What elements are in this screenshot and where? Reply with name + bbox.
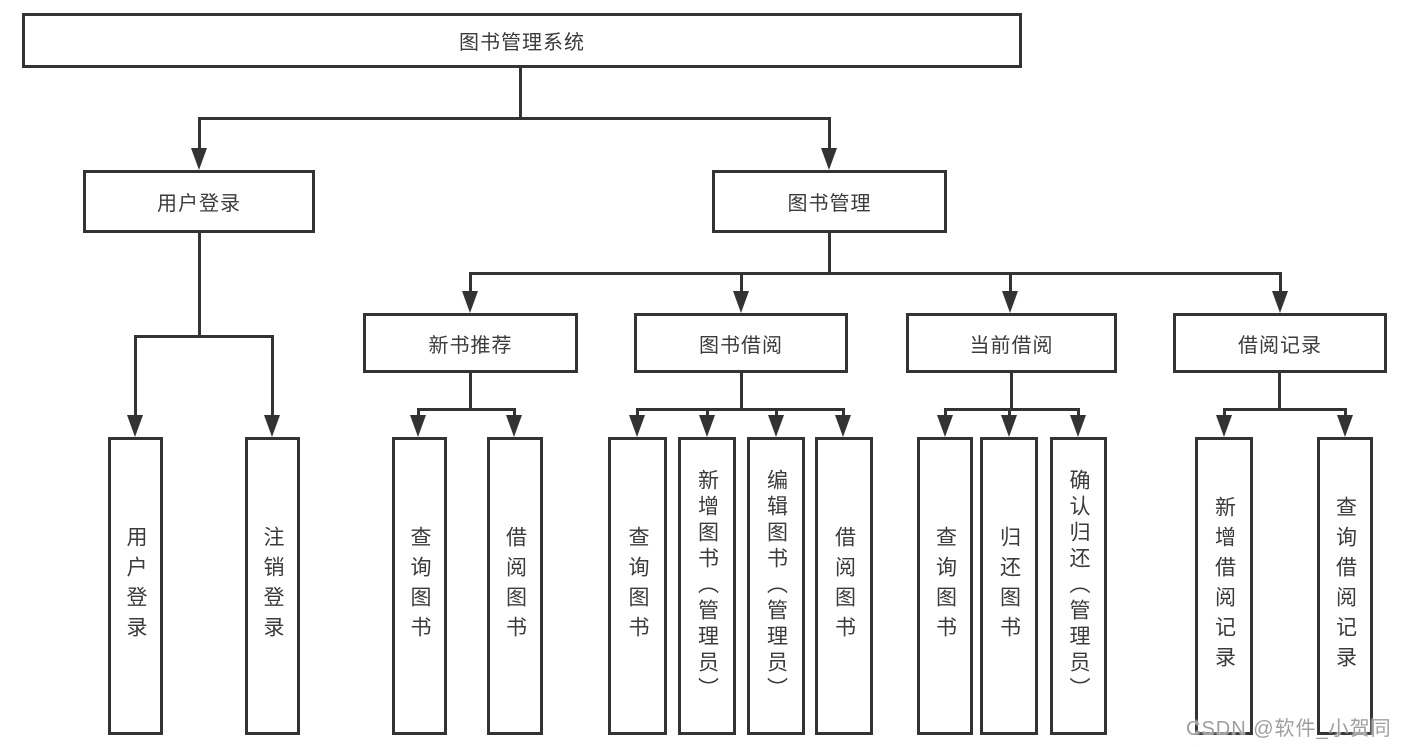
arrow-down-icon xyxy=(191,148,207,170)
node-label: 图书管理 xyxy=(787,193,872,215)
node-book-borrowing: 图书借阅 xyxy=(634,313,848,373)
arrow-down-icon xyxy=(1001,415,1017,437)
connector-line xyxy=(842,408,845,418)
leaf-label: 借阅图书 xyxy=(503,526,527,646)
leaf-label: 查询图书 xyxy=(408,526,431,646)
node-label: 用户登录 xyxy=(157,193,241,215)
leaf-return-books: 归还图书 xyxy=(980,437,1038,735)
connector-line xyxy=(1344,408,1347,418)
connector-line xyxy=(775,408,778,418)
leaf-label: 查询图书 xyxy=(626,526,649,646)
leaf-borrow-books-borrowing: 借阅图书 xyxy=(815,437,873,735)
arrow-down-icon xyxy=(410,415,426,437)
arrow-down-icon xyxy=(768,415,784,437)
connector-line xyxy=(740,272,743,293)
connector-line xyxy=(740,373,743,410)
arrow-down-icon xyxy=(1070,415,1086,437)
arrow-down-icon xyxy=(821,148,837,170)
arrow-down-icon xyxy=(629,415,645,437)
leaf-query-books-current: 查询图书 xyxy=(917,437,973,735)
connector-line xyxy=(1077,408,1080,418)
connector-line xyxy=(1223,408,1347,411)
node-current-borrowing: 当前借阅 xyxy=(906,313,1117,373)
node-book-management-branch: 图书管理 xyxy=(712,170,947,233)
arrow-down-icon xyxy=(462,291,478,313)
connector-line xyxy=(1008,408,1011,418)
leaf-label: 归还图书 xyxy=(997,526,1021,646)
leaf-add-borrow-record: 新增借阅记录 xyxy=(1195,437,1253,735)
node-label: 新书推荐 xyxy=(428,334,513,357)
csdn-watermark: CSDN @软件_小贺同学 xyxy=(1186,718,1392,740)
connector-line xyxy=(636,408,639,418)
node-new-book-recommend: 新书推荐 xyxy=(363,313,578,373)
connector-line xyxy=(198,117,201,151)
connector-line xyxy=(1223,408,1226,418)
leaf-label: 注销登录 xyxy=(261,526,284,646)
leaf-label: 编辑图书（管理员） xyxy=(764,469,788,703)
connector-line xyxy=(519,68,522,117)
leaf-logout: 注销登录 xyxy=(245,437,300,735)
connector-line xyxy=(1010,373,1013,410)
node-label: 当前借阅 xyxy=(969,334,1054,357)
node-label: 图书管理系统 xyxy=(459,32,585,54)
connector-line xyxy=(134,335,137,417)
leaf-label: 新增图书（管理员） xyxy=(695,469,719,703)
connector-line xyxy=(706,408,709,418)
connector-line xyxy=(828,117,831,151)
leaf-add-books-admin: 新增图书（管理员） xyxy=(678,437,736,735)
leaf-label: 确认归还（管理员） xyxy=(1067,469,1090,703)
leaf-label: 新增借阅记录 xyxy=(1212,496,1236,676)
node-user-login-branch: 用户登录 xyxy=(83,170,315,233)
connector-line xyxy=(944,408,1080,411)
connector-line xyxy=(469,272,472,293)
connector-line xyxy=(134,335,274,338)
leaf-edit-books-admin: 编辑图书（管理员） xyxy=(747,437,805,735)
arrow-down-icon xyxy=(1002,291,1018,313)
arrow-down-icon xyxy=(127,415,143,437)
arrow-down-icon xyxy=(1337,415,1353,437)
arrow-down-icon xyxy=(264,415,280,437)
connector-line xyxy=(469,373,472,410)
connector-line xyxy=(198,117,831,120)
node-library-system: 图书管理系统 xyxy=(22,13,1022,68)
leaf-label: 借阅图书 xyxy=(832,526,856,646)
connector-line xyxy=(417,408,516,411)
connector-line xyxy=(271,335,274,417)
connector-line xyxy=(1279,272,1282,293)
connector-line xyxy=(636,408,845,411)
leaf-label: 用户登录 xyxy=(124,526,147,646)
leaf-label: 查询借阅记录 xyxy=(1333,496,1357,676)
connector-line xyxy=(469,272,1282,275)
connector-line xyxy=(417,408,420,418)
arrow-down-icon xyxy=(1272,291,1288,313)
node-label: 借阅记录 xyxy=(1238,334,1322,357)
connector-line xyxy=(198,233,201,337)
leaf-query-borrow-record: 查询借阅记录 xyxy=(1317,437,1373,735)
connector-line xyxy=(1009,272,1012,293)
leaf-query-books-recommend: 查询图书 xyxy=(392,437,447,735)
arrow-down-icon xyxy=(937,415,953,437)
arrow-down-icon xyxy=(733,291,749,313)
connector-line xyxy=(513,408,516,418)
arrow-down-icon xyxy=(506,415,522,437)
leaf-label: 查询图书 xyxy=(933,526,957,646)
leaf-borrow-books-recommend: 借阅图书 xyxy=(487,437,543,735)
node-borrowing-records: 借阅记录 xyxy=(1173,313,1387,373)
leaf-user-login: 用户登录 xyxy=(108,437,163,735)
leaf-query-books-borrowing: 查询图书 xyxy=(608,437,667,735)
connector-line xyxy=(828,233,831,274)
arrow-down-icon xyxy=(835,415,851,437)
connector-line xyxy=(944,408,947,418)
arrow-down-icon xyxy=(1216,415,1232,437)
connector-line xyxy=(1278,373,1281,410)
node-label: 图书借阅 xyxy=(699,334,783,357)
arrow-down-icon xyxy=(699,415,715,437)
leaf-confirm-return-admin: 确认归还（管理员） xyxy=(1050,437,1107,735)
